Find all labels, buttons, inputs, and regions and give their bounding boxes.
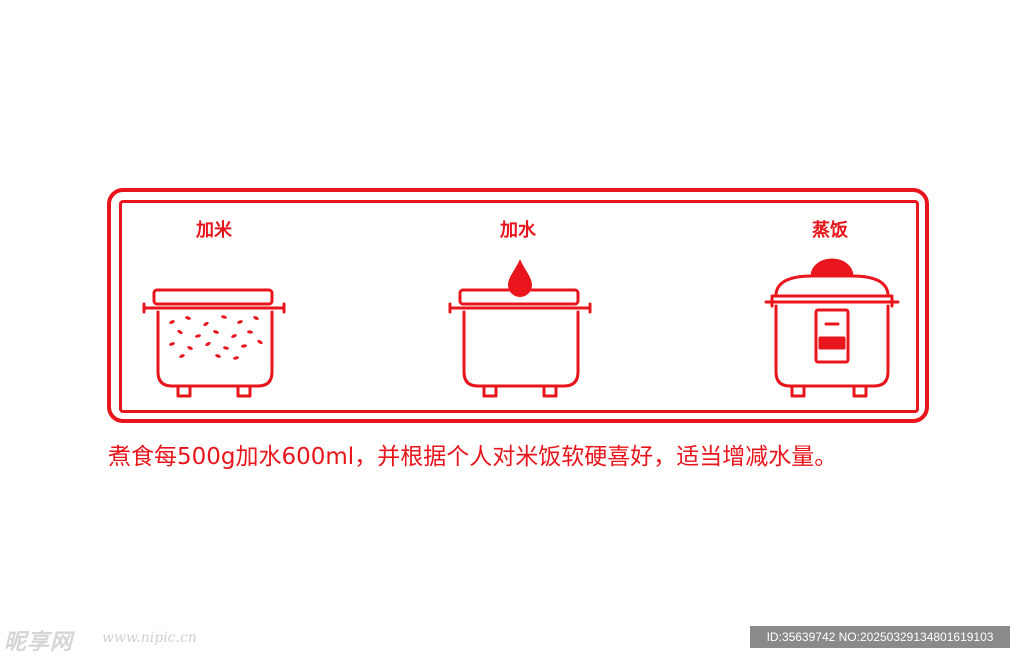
watermark-url: www.nipic.cn bbox=[102, 630, 197, 646]
watermark-logo: 昵享网 bbox=[4, 630, 74, 655]
rice-pot-icon bbox=[142, 288, 286, 398]
outer-frame bbox=[107, 188, 929, 423]
water-pot-icon bbox=[448, 259, 592, 398]
image-id-bar: ID:35639742 NO:20250329134801619103 bbox=[750, 626, 1010, 648]
step-label-cook-rice: 蒸饭 bbox=[812, 220, 848, 241]
step-label-add-rice: 加米 bbox=[196, 220, 232, 241]
inner-frame bbox=[119, 200, 919, 413]
step-label-add-water: 加水 bbox=[500, 220, 536, 241]
cooking-instruction: 煮食每500g加水600ml，并根据个人对米饭软硬喜好，适当增减水量。 bbox=[108, 444, 838, 470]
rice-cooker-icon bbox=[764, 258, 900, 398]
